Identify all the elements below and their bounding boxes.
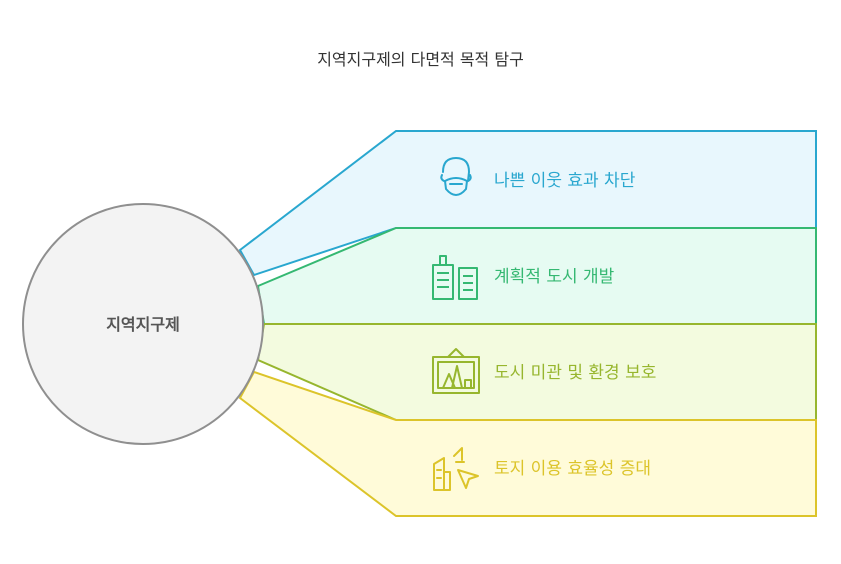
framed-landscape-icon: [432, 348, 480, 394]
branch-label: 나쁜 이웃 효과 차단: [494, 171, 636, 191]
branch-label: 도시 미관 및 환경 보호: [494, 363, 656, 383]
buildings-icon: [432, 255, 478, 300]
person-mask-icon: [440, 157, 472, 196]
branch-land-use-efficiency: 토지 이용 효율성 증대: [238, 370, 817, 517]
branch-shape: [238, 370, 817, 517]
branch-label: 토지 이용 효율성 증대: [494, 459, 651, 479]
center-circle: [22, 203, 264, 445]
branch-label: 계획적 도시 개발: [494, 267, 615, 287]
diagram-title: 지역지구제의 다면적 목적 탐구: [317, 50, 524, 69]
center-label: 지역지구제: [106, 315, 180, 334]
land-use-cursor-icon: [433, 447, 479, 491]
center-node: 지역지구제: [22, 203, 264, 445]
